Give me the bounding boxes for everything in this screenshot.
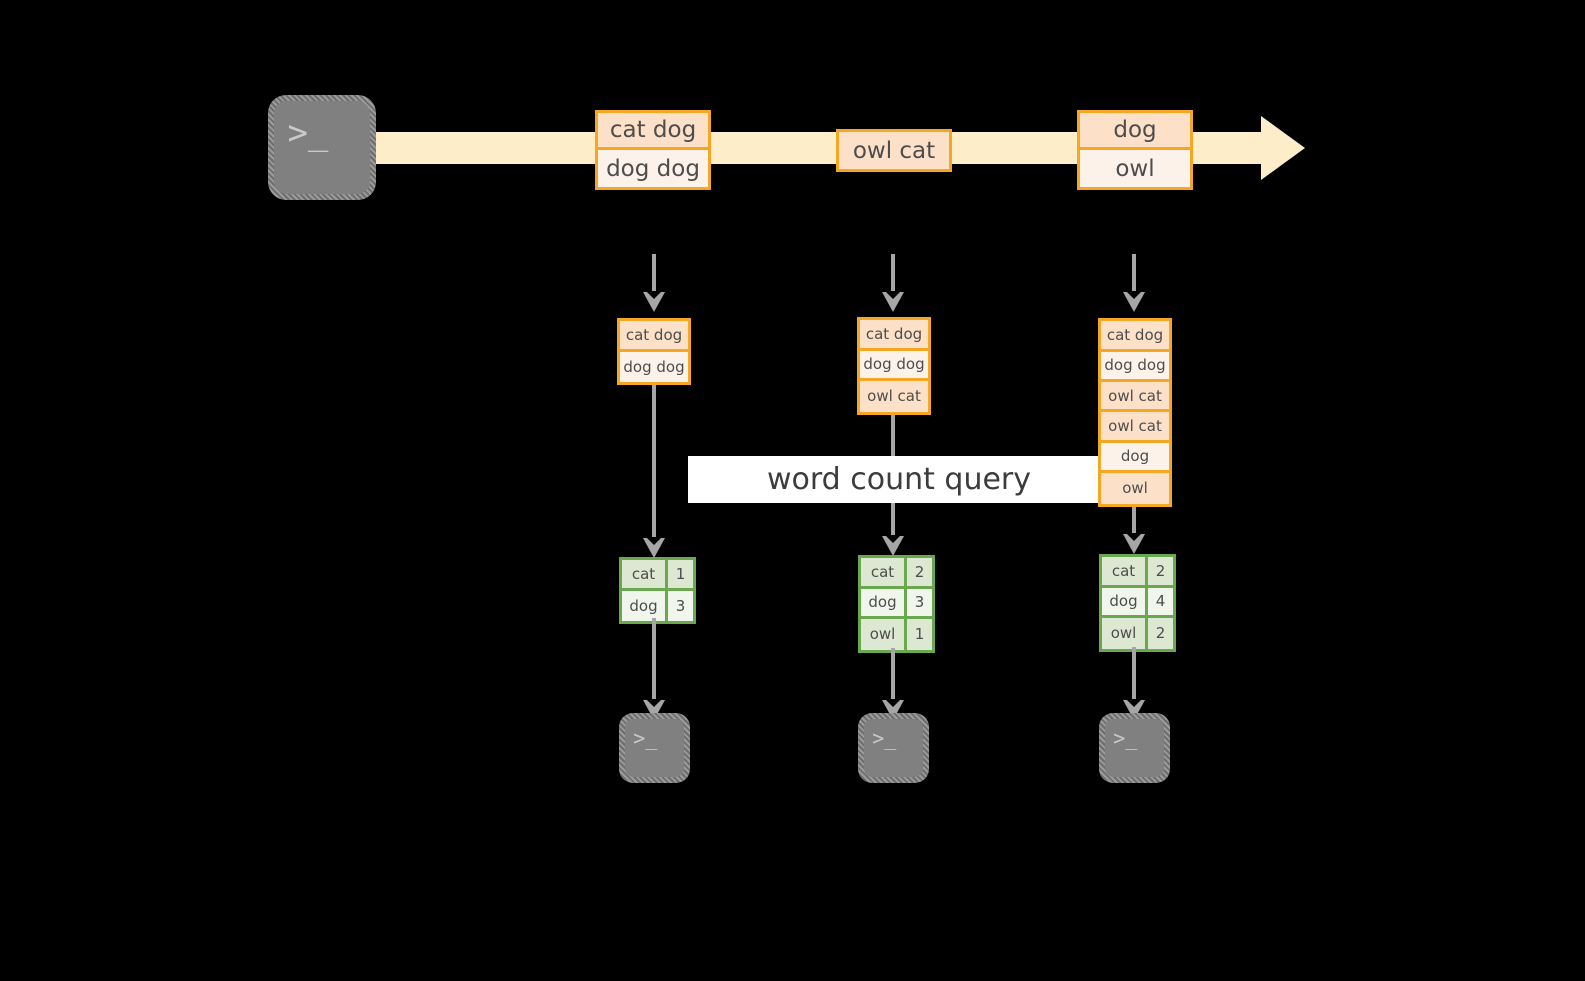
record-line: dog dog (620, 351, 688, 382)
terminal-screen (864, 719, 923, 777)
cell-word: cat (1102, 557, 1148, 585)
cell-count: 3 (907, 588, 932, 616)
terminal-prompt-text: >_ (287, 112, 329, 153)
cell-count: 2 (1148, 618, 1173, 649)
stack-to-result-connector (652, 382, 656, 538)
result-to-sink-connector (891, 648, 895, 700)
table-row: dog 4 (1102, 587, 1173, 618)
query-label-text: word count query (766, 462, 1032, 497)
terminal-prompt-text: >_ (872, 726, 897, 751)
table-row: cat 1 (622, 560, 693, 591)
accumulated-input-stack-2: cat dog dog dog owl cat (857, 317, 931, 415)
word-count-result-3: cat 2 dog 4 owl 2 (1099, 554, 1176, 652)
accumulated-input-stack-1: cat dog dog dog (617, 318, 691, 385)
cell-count: 2 (1148, 557, 1173, 585)
record-line: owl (1080, 150, 1190, 187)
stream-to-stack-connector (1132, 254, 1136, 292)
result-to-sink-connector (1132, 647, 1136, 700)
stack-to-result-arrowhead (1123, 533, 1145, 554)
cell-word: dog (861, 588, 907, 616)
terminal-screen (625, 719, 684, 777)
cell-word: owl (861, 619, 907, 650)
cell-count: 3 (668, 590, 693, 621)
sink-terminal-icon-2[interactable]: >_ (858, 713, 929, 783)
cell-word: cat (861, 558, 907, 586)
table-row: cat 2 (1102, 557, 1173, 588)
stream-to-stack-connector (652, 254, 656, 292)
sink-terminal-icon-1[interactable]: >_ (619, 713, 690, 783)
query-label-band: word count query (688, 456, 1110, 503)
record-line: cat dog (598, 113, 708, 150)
terminal-screen (274, 101, 370, 194)
record-line: dog dog (860, 350, 928, 381)
cell-count: 1 (907, 619, 932, 650)
word-count-result-1: cat 1 dog 3 (619, 557, 696, 624)
cell-word: cat (622, 560, 668, 588)
record-line: cat dog (860, 320, 928, 351)
stream-to-stack-arrowhead (1123, 291, 1145, 312)
stack-to-result-arrowhead (643, 537, 665, 558)
stack-to-result-arrowhead (882, 535, 904, 556)
cell-count: 2 (907, 558, 932, 586)
stream-batch-2: owl cat (836, 129, 952, 172)
table-row: owl 2 (1102, 618, 1173, 649)
stream-to-stack-connector (891, 254, 895, 292)
record-line: cat dog (1101, 321, 1169, 352)
source-terminal-icon[interactable]: >_ (268, 95, 376, 200)
record-line: owl cat (860, 381, 928, 412)
record-line: dog (1080, 113, 1190, 150)
stream-arrow-head (1261, 116, 1305, 180)
cell-word: dog (622, 590, 668, 621)
table-row: owl 1 (861, 619, 932, 650)
table-row: cat 2 (861, 558, 932, 589)
stream-batch-3: dog owl (1077, 110, 1193, 190)
record-line: cat dog (620, 321, 688, 352)
accumulated-input-stack-3-overlay: owl cat dog owl (1098, 409, 1172, 507)
record-line: dog dog (598, 150, 708, 187)
cell-count: 4 (1148, 587, 1173, 615)
terminal-prompt-text: >_ (633, 726, 658, 751)
record-line: owl (1101, 473, 1169, 504)
record-line: owl cat (1101, 382, 1169, 413)
terminal-screen (1105, 719, 1164, 777)
result-to-sink-connector (652, 618, 656, 700)
record-line: owl cat (839, 132, 949, 169)
sink-terminal-icon-3[interactable]: >_ (1099, 713, 1170, 783)
record-line: dog (1101, 442, 1169, 473)
cell-word: owl (1102, 618, 1148, 649)
table-row: dog 3 (622, 590, 693, 621)
stream-batch-1: cat dog dog dog (595, 110, 711, 190)
record-line: dog dog (1101, 351, 1169, 382)
table-row: dog 3 (861, 588, 932, 619)
stream-to-stack-arrowhead (643, 291, 665, 312)
terminal-prompt-text: >_ (1113, 726, 1138, 751)
record-line: owl cat (1101, 412, 1169, 443)
stream-to-stack-arrowhead (882, 291, 904, 312)
word-count-result-2: cat 2 dog 3 owl 1 (858, 555, 935, 653)
cell-count: 1 (668, 560, 693, 588)
cell-word: dog (1102, 587, 1148, 615)
